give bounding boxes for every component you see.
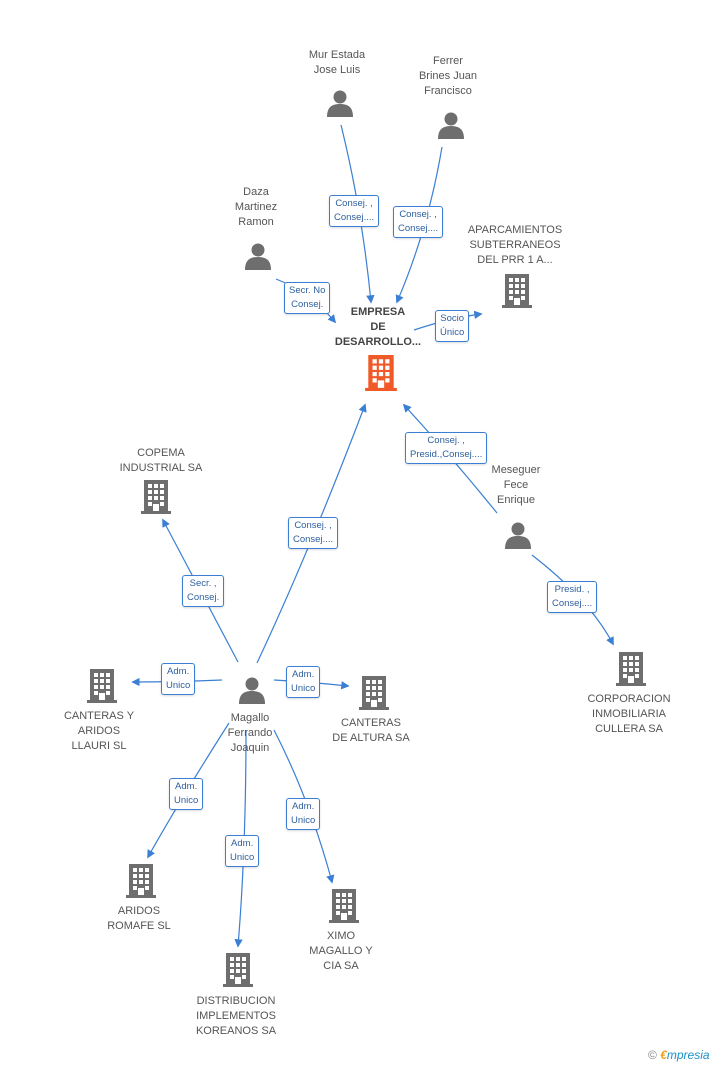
node-label-mur[interactable]: Mur Estada Jose Luis [308,49,366,76]
building-icon-main[interactable] [365,355,397,391]
edge-label-magallo-to-aridos[interactable]: Adm. Unico [169,778,204,810]
edge-label-meseguer-to-corpor[interactable]: Presid. , Consej.... [547,581,598,613]
edge-label-meseguer-to-main[interactable]: Consej. , Presid.,Consej.... [405,432,488,464]
node-label-corpor[interactable]: CORPORACION INMOBILIARIA CULLERA SA [587,693,671,735]
building-icon-aparc[interactable] [502,274,532,308]
node-label-aridos[interactable]: ARIDOS ROMAFE SL [107,905,171,932]
building-icon-aridos[interactable] [126,864,156,898]
building-icon-copema[interactable] [141,480,171,514]
node-label-ximo[interactable]: XIMO MAGALLO Y CIA SA [309,930,373,972]
node-label-meseguer[interactable]: Meseguer Fece Enrique [491,464,541,506]
edge-label-magallo-to-ximo[interactable]: Adm. Unico [286,798,321,830]
node-label-daza[interactable]: Daza Martinez Ramon [234,186,278,228]
person-icon-magallo[interactable] [239,677,265,705]
node-label-main[interactable]: EMPRESA DE DESARROLLO... [334,306,422,348]
brand-e: € [660,1048,667,1062]
person-icon-ferrer[interactable] [438,112,464,140]
node-label-distrib[interactable]: DISTRIBUCION IMPLEMENTOS KOREANOS SA [195,995,277,1037]
node-label-canteras_altura[interactable]: CANTERAS DE ALTURA SA [332,717,410,744]
node-label-magallo[interactable]: Magallo Ferrando Joaquin [227,712,273,754]
node-label-copema[interactable]: COPEMA INDUSTRIAL SA [119,447,203,474]
edge-label-magallo-to-main[interactable]: Consej. , Consej.... [288,517,339,549]
brand-text: mpresia [666,1048,710,1062]
copyright-symbol: © [648,1048,657,1062]
edge-label-magallo-to-distrib[interactable]: Adm. Unico [225,835,260,867]
edge-label-magallo-to-canteras_altura[interactable]: Adm. Unico [286,666,321,698]
person-icon-meseguer[interactable] [505,522,531,550]
edge-label-main-to-aparc[interactable]: Socio Único [435,310,470,342]
edge-label-magallo-to-copema[interactable]: Secr. , Consej. [182,575,225,607]
edge-label-ferrer-to-main[interactable]: Consej. , Consej.... [393,206,444,238]
building-icon-canteras_altura[interactable] [359,676,389,710]
building-icon-ximo[interactable] [329,889,359,923]
person-icon-daza[interactable] [245,243,271,271]
node-label-ferrer[interactable]: Ferrer Brines Juan Francisco [418,55,478,97]
building-icon-corpor[interactable] [616,652,646,686]
edge-label-magallo-to-canteras_llauri[interactable]: Adm. Unico [161,663,196,695]
node-label-aparc[interactable]: APARCAMIENTOS SUBTERRANEOS DEL PRR 1 A..… [467,224,563,266]
building-icon-distrib[interactable] [223,953,253,987]
person-icon-mur[interactable] [327,90,353,118]
edge-label-daza-to-main[interactable]: Secr. No Consej. [284,282,331,314]
edge-label-mur-to-main[interactable]: Consej. , Consej.... [329,195,380,227]
building-icon-canteras_llauri[interactable] [87,669,117,703]
node-label-canteras_llauri[interactable]: CANTERAS Y ARIDOS LLAURI SL [63,710,135,752]
empresia-logo: © €mpresia [648,1048,710,1062]
